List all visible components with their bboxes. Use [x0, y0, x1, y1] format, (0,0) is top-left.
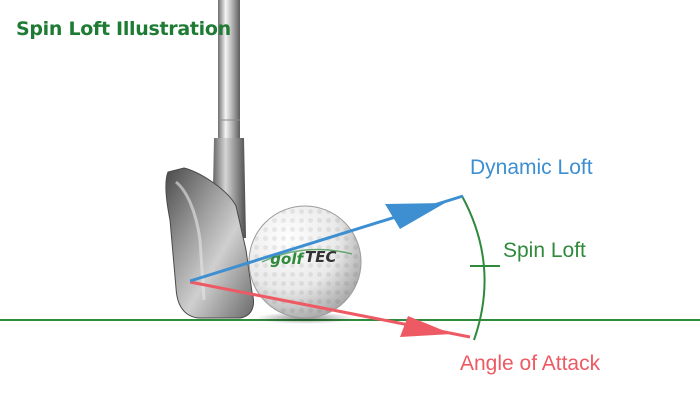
- ball-logo-left: golf: [270, 250, 305, 268]
- angle-of-attack-label: Angle of Attack: [460, 352, 601, 375]
- golf-ball-icon: golf TEC: [248, 205, 362, 324]
- dynamic-loft-label: Dynamic Loft: [470, 156, 593, 179]
- spin-loft-label: Spin Loft: [503, 239, 586, 262]
- spin-loft-arc: [461, 195, 486, 341]
- ball-logo-right: TEC: [305, 248, 337, 266]
- page-title: Spin Loft Illustration: [16, 18, 231, 40]
- iron-club-icon: [165, 0, 254, 319]
- dynamic-loft-arrow: [189, 194, 464, 283]
- angle-of-attack-arrow: [189, 280, 471, 339]
